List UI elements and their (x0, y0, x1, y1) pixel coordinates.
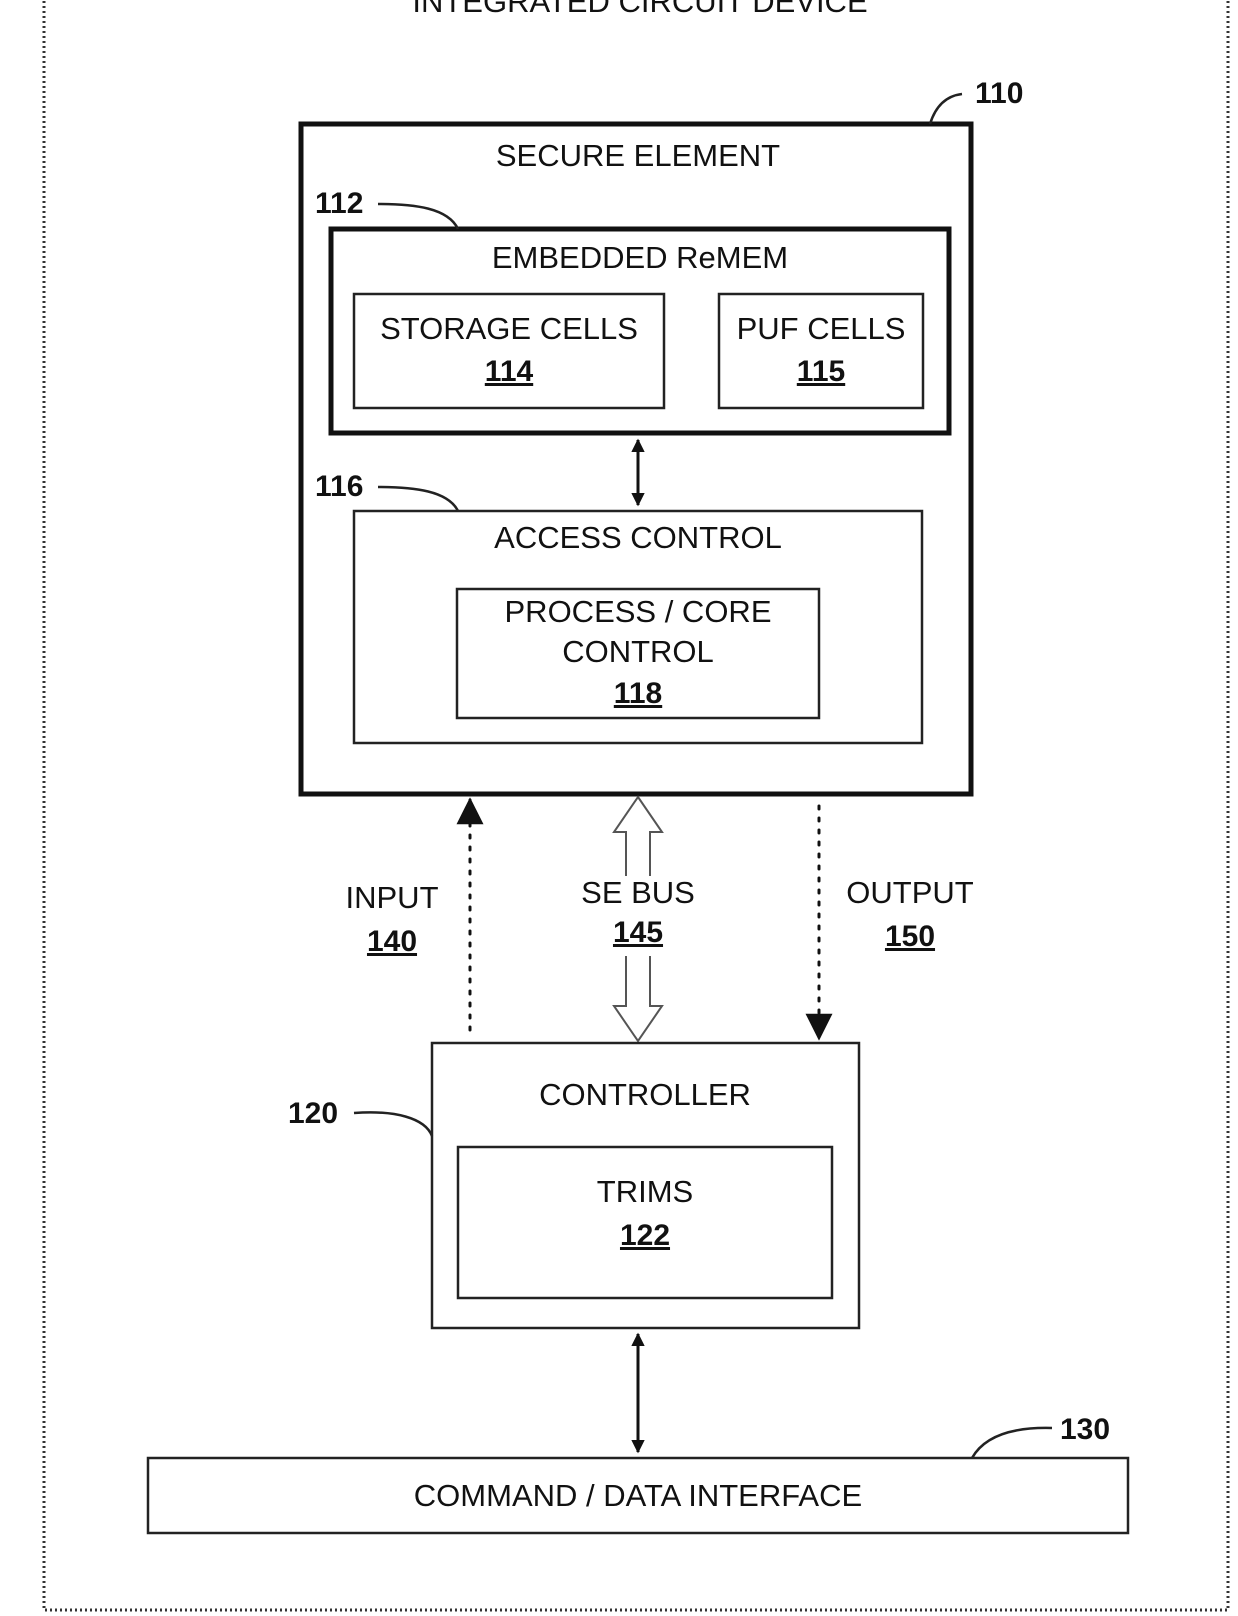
access-control-leader (378, 487, 458, 511)
output-ref: 150 (885, 920, 935, 953)
input-label: INPUT (346, 880, 439, 915)
embedded-remem-label: EMBEDDED ReMEM (492, 240, 788, 275)
process-core-control-label-line1: PROCESS / CORE (505, 594, 772, 629)
device-title: INTEGRATED CIRCUIT DEVICE (412, 0, 867, 19)
se-bus-label: SE BUS (581, 875, 695, 910)
access-control-ref: 116 (315, 470, 363, 503)
storage-cells-ref: 114 (485, 355, 534, 388)
embedded-remem-leader (378, 204, 458, 229)
secure-element-ref: 110 (975, 77, 1023, 110)
trims-label: TRIMS (597, 1174, 693, 1209)
secure-element-leader (930, 94, 962, 124)
input-ref: 140 (367, 925, 417, 958)
puf-cells-ref: 115 (797, 355, 845, 388)
process-core-control-ref: 118 (614, 677, 662, 710)
trims-ref: 122 (620, 1219, 670, 1252)
controller-ref: 120 (288, 1097, 338, 1130)
storage-cells-label: STORAGE CELLS (380, 311, 638, 346)
secure-element-label: SECURE ELEMENT (496, 138, 780, 173)
access-control-label: ACCESS CONTROL (494, 520, 782, 555)
command-data-interface-ref: 130 (1060, 1413, 1110, 1446)
command-data-interface-label: COMMAND / DATA INTERFACE (414, 1478, 862, 1513)
controller-label: CONTROLLER (539, 1077, 751, 1112)
process-core-control-label-line2: CONTROL (562, 634, 714, 669)
output-label: OUTPUT (846, 875, 974, 910)
controller-leader (354, 1112, 432, 1136)
embedded-remem-ref: 112 (315, 187, 363, 220)
command-data-interface-leader (972, 1428, 1052, 1458)
se-bus-ref: 145 (613, 916, 663, 949)
puf-cells-label: PUF CELLS (737, 311, 906, 346)
